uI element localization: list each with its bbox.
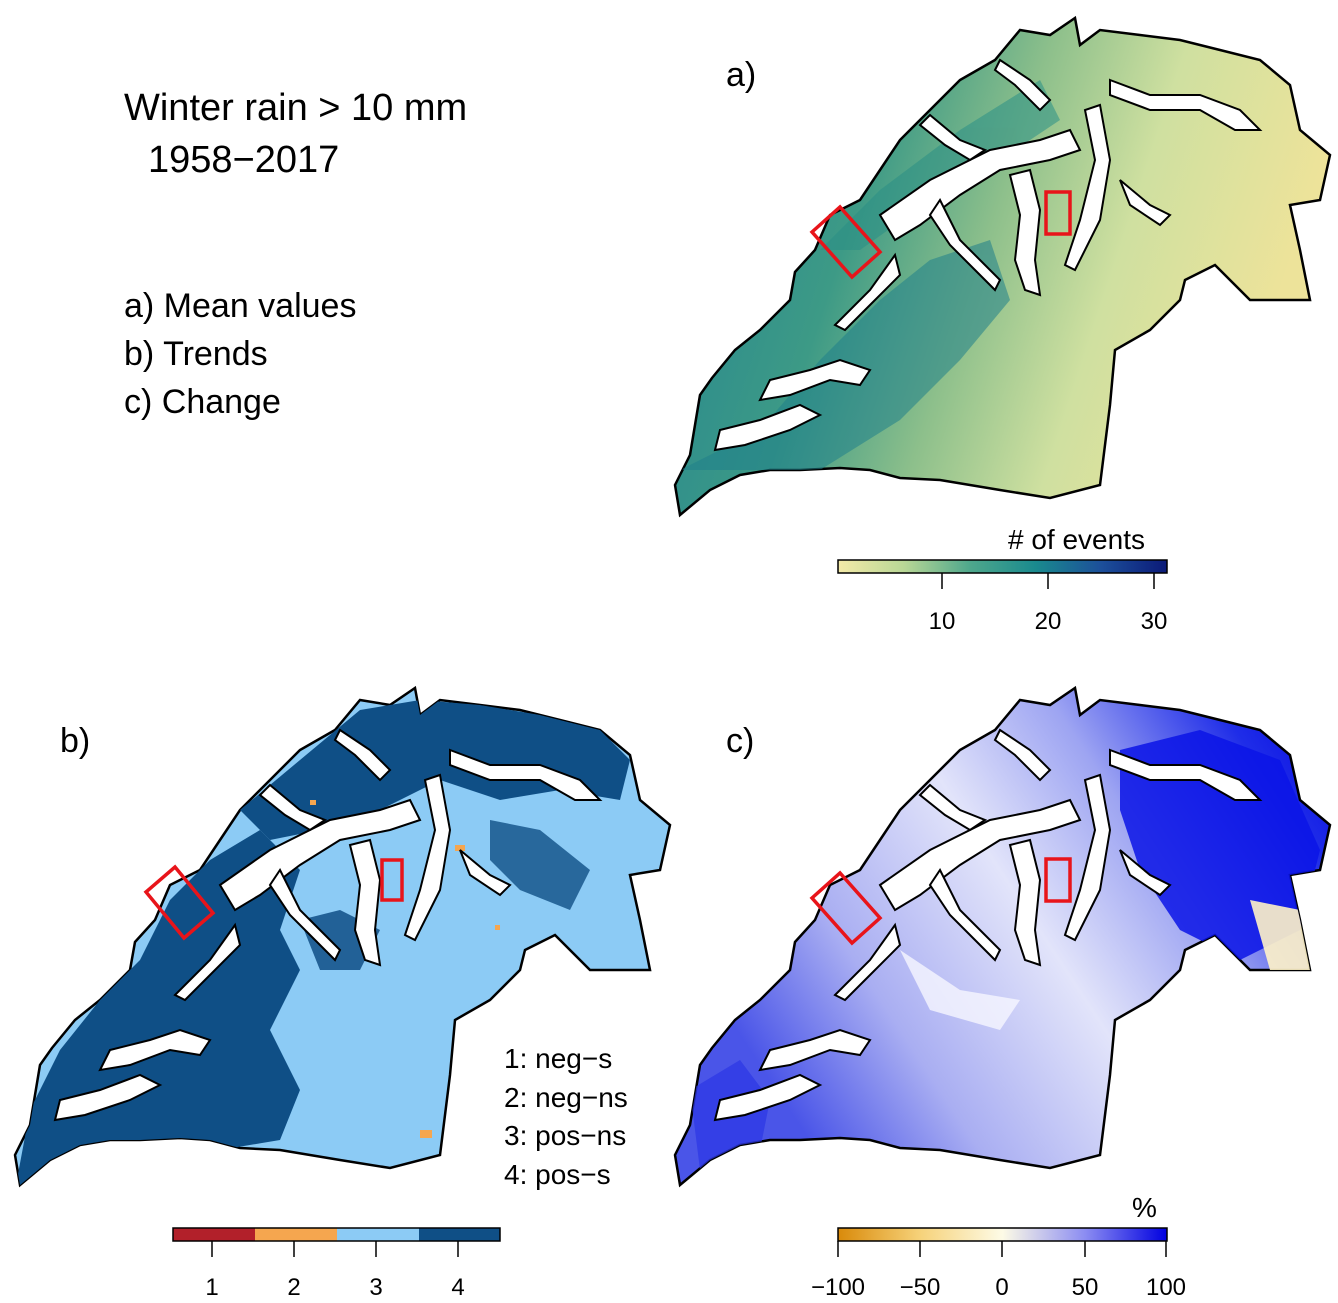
figure-title: Winter rain > 10 mm xyxy=(124,87,468,129)
colorbar-c-label-neg50: −50 xyxy=(899,1274,941,1301)
panel-label-a: a) xyxy=(726,56,757,94)
colorbar-b-class-4 xyxy=(419,1228,500,1241)
study-area-boxes-a xyxy=(809,190,1072,280)
colorbar-b-label-4: 4 xyxy=(451,1274,465,1301)
colorbar-b-class-2 xyxy=(255,1228,337,1241)
map-panel-b xyxy=(13,686,672,1187)
colorbar-c-label-0: 0 xyxy=(995,1274,1009,1301)
colorbar-b-class-1 xyxy=(173,1228,255,1241)
colorbar-a xyxy=(837,559,1168,589)
colorbar-c-label-50: 50 xyxy=(1071,1274,1099,1301)
colorbar-b-label-1: 1 xyxy=(205,1274,219,1301)
colorbar-a-label-20: 20 xyxy=(1034,608,1062,635)
legend-b-entry-1: 1: neg−s xyxy=(504,1043,613,1074)
map-panel-a xyxy=(673,16,1332,517)
description-b: b) Trends xyxy=(124,335,268,373)
colorbar-a-title: # of events xyxy=(1008,524,1145,555)
legend-b-entry-3: 3: pos−ns xyxy=(504,1120,627,1151)
colorbar-b-label-3: 3 xyxy=(369,1274,383,1301)
colorbar-b-label-2: 2 xyxy=(287,1274,301,1301)
map-panel-c xyxy=(673,686,1332,1187)
figure-period: 1958−2017 xyxy=(148,139,340,181)
description-a: a) Mean values xyxy=(124,287,357,325)
study-area-boxes-c xyxy=(809,857,1072,946)
panel-label-c: c) xyxy=(726,722,755,760)
colorbar-c xyxy=(837,1227,1168,1257)
legend-b-entry-4: 4: pos−s xyxy=(504,1159,611,1190)
description-c: c) Change xyxy=(124,383,281,421)
colorbar-b-class-3 xyxy=(337,1228,419,1241)
study-area-boxes-b xyxy=(143,858,404,941)
colorbar-c-title: % xyxy=(1132,1192,1157,1223)
colorbar-c-label-neg100: −100 xyxy=(810,1274,866,1301)
colorbar-a-label-10: 10 xyxy=(928,608,956,635)
colorbar-b xyxy=(172,1227,501,1257)
colorbar-a-label-30: 30 xyxy=(1140,608,1168,635)
legend-b-entry-2: 2: neg−ns xyxy=(504,1082,628,1113)
panel-label-b: b) xyxy=(60,722,91,760)
colorbar-c-label-100: 100 xyxy=(1145,1274,1187,1301)
